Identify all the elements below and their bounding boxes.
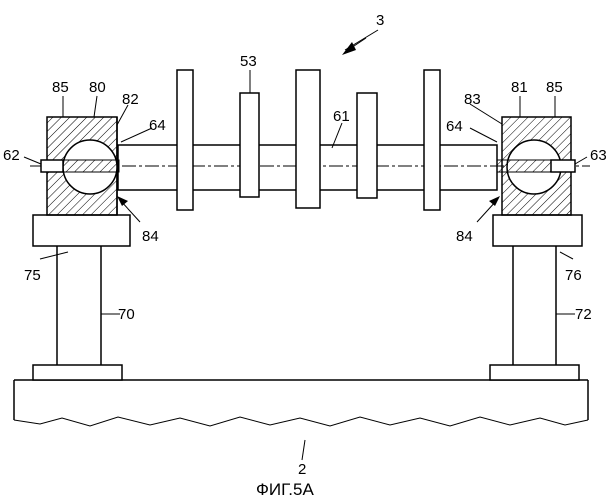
label-81: 81 (511, 79, 528, 96)
label-72: 72 (575, 306, 592, 323)
disc-3 (296, 70, 320, 208)
label-84-left: 84 (142, 228, 159, 245)
disc-5 (424, 70, 440, 210)
label-3: 3 (376, 12, 384, 29)
label-82: 82 (122, 91, 139, 108)
label-53: 53 (240, 53, 257, 70)
label-64-right: 64 (446, 118, 463, 135)
base-frame (14, 380, 588, 426)
right-post (513, 246, 556, 365)
left-foot (33, 365, 122, 380)
label-75: 75 (24, 267, 41, 284)
label-63: 63 (590, 147, 607, 164)
left-post-head (33, 215, 130, 246)
label-64-left: 64 (149, 117, 166, 134)
disc-4 (357, 93, 377, 198)
label-84-right: 84 (456, 228, 473, 245)
label-85-left: 85 (52, 79, 69, 96)
label-83: 83 (464, 91, 481, 108)
right-foot (490, 365, 579, 380)
disc-2 (240, 93, 259, 197)
label-2: 2 (298, 461, 306, 478)
figure-caption: ФИГ.5А (256, 480, 314, 499)
arrow-3 (342, 38, 366, 55)
label-70: 70 (118, 306, 135, 323)
label-80: 80 (89, 79, 106, 96)
label-61: 61 (333, 108, 350, 125)
left-post (57, 246, 101, 365)
label-62: 62 (3, 147, 20, 164)
label-85-right: 85 (546, 79, 563, 96)
label-76: 76 (565, 267, 582, 284)
right-post-head (493, 215, 582, 246)
disc-1 (177, 70, 193, 210)
